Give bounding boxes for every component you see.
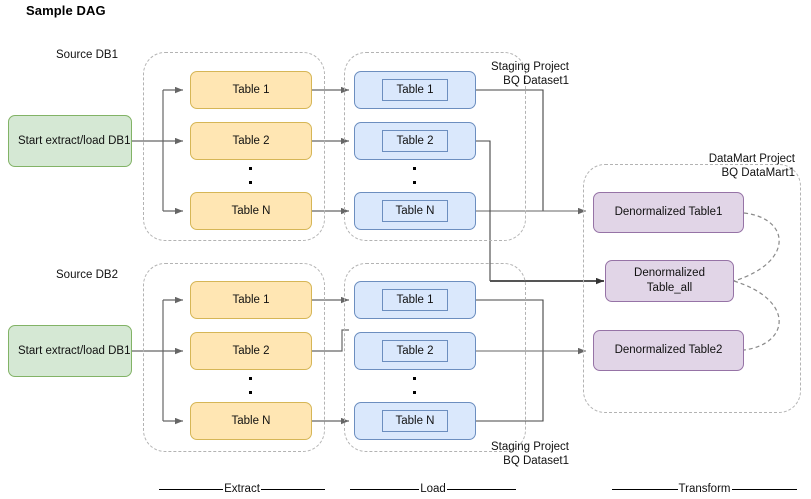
load-group-top [344, 52, 526, 241]
staging-annotation-bottom-line1: Staging Project [491, 441, 569, 453]
staging-annotation-top-line1: Staging Project [491, 61, 569, 73]
transform-node-label-line2: Table_all [646, 282, 693, 294]
transform-node-label: Denormalized Table2 [614, 344, 723, 356]
extract-ellipsis-dot [249, 391, 252, 394]
extract-group-db2 [143, 263, 325, 452]
load-node-bottom-table-1[interactable]: Table 1 [354, 281, 476, 319]
start-node-db2[interactable]: Start extract/load DB1 [8, 325, 132, 377]
extract-node-label: Table N [231, 414, 271, 427]
extract-node-db1-table-2[interactable]: Table 2 [190, 122, 312, 160]
phase-label: Extract [224, 483, 260, 495]
phase-rule-right [731, 488, 798, 490]
load-node-label: Table 2 [396, 134, 434, 147]
transform-node-denormalized-table1[interactable]: Denormalized Table1 [593, 192, 744, 233]
load-node-top-table-n[interactable]: Table N [354, 192, 476, 230]
load-ellipsis-dot [413, 391, 416, 394]
load-node-inner-rect: Table 1 [382, 289, 448, 311]
datamart-annotation-line2: BQ DataMart1 [721, 167, 796, 179]
load-node-inner-rect: Table 2 [382, 340, 448, 362]
extract-node-db2-table-1[interactable]: Table 1 [190, 281, 312, 319]
extract-node-label: Table 1 [232, 293, 270, 306]
edges-load-top-to-transform [476, 89, 586, 280]
load-node-inner-rect: Table 1 [382, 79, 448, 101]
load-node-label: Table N [395, 414, 435, 427]
load-ellipsis-dot [413, 167, 416, 170]
load-node-top-table-2[interactable]: Table 2 [354, 122, 476, 160]
phase-legend-transform: Transform [612, 482, 798, 496]
edges-feedback-dashed [733, 212, 780, 351]
load-ellipsis-dot [413, 181, 416, 184]
load-node-inner-rect: Table N [382, 200, 448, 222]
transform-node-denormalized-table-all[interactable]: Denormalized Table_all [605, 260, 734, 302]
start-node-db2-label: Start extract/load DB1 [18, 344, 131, 357]
extract-node-db1-table-1[interactable]: Table 1 [190, 71, 312, 109]
extract-node-db2-table-2[interactable]: Table 2 [190, 332, 312, 370]
load-node-bottom-table-2[interactable]: Table 2 [354, 332, 476, 370]
extract-ellipsis-dot [249, 181, 252, 184]
edges-extract-top [132, 86, 349, 215]
phase-legend-load: Load [350, 482, 516, 496]
load-ellipsis-dot [413, 377, 416, 380]
phase-label: Load [420, 483, 446, 495]
load-node-inner-rect: Table N [382, 410, 448, 432]
transform-node-label-line1: Denormalized [634, 267, 705, 279]
extract-node-db1-table-n[interactable]: Table N [190, 192, 312, 230]
extract-node-label: Table N [231, 204, 271, 217]
transform-node-denormalized-table2[interactable]: Denormalized Table2 [593, 330, 744, 371]
source-db2-label: Source DB2 [56, 269, 119, 281]
load-node-top-table-1[interactable]: Table 1 [354, 71, 476, 109]
extract-group-db1 [143, 52, 325, 241]
load-node-label: Table 1 [396, 293, 434, 306]
load-node-label: Table N [395, 204, 435, 217]
phase-rule-left [159, 488, 224, 490]
load-group-bottom [344, 263, 526, 452]
load-node-label: Table 2 [396, 344, 434, 357]
extract-node-label: Table 2 [232, 134, 270, 147]
load-node-label: Table 1 [396, 83, 434, 96]
extract-ellipsis-dot [249, 167, 252, 170]
load-node-bottom-table-n[interactable]: Table N [354, 402, 476, 440]
transform-node-label: Denormalized Table1 [614, 206, 723, 218]
extract-ellipsis-dot [249, 377, 252, 380]
staging-annotation-top-line2: BQ Dataset1 [503, 75, 569, 87]
load-node-inner-rect: Table 2 [382, 130, 448, 152]
phase-rule-left [612, 488, 678, 490]
transform-group [583, 164, 801, 413]
phase-rule-right [446, 488, 516, 490]
extract-node-db2-table-n[interactable]: Table N [190, 402, 312, 440]
staging-annotation-bottom-line2: BQ Dataset1 [503, 455, 569, 467]
datamart-annotation-line1: DataMart Project [708, 153, 795, 165]
phase-rule-right [260, 488, 326, 490]
start-node-db1[interactable]: Start extract/load DB1 [8, 115, 132, 167]
edges-extract-bottom [132, 296, 349, 425]
start-node-db1-label: Start extract/load DB1 [18, 134, 131, 147]
extract-node-label: Table 2 [232, 344, 270, 357]
page-title: Sample DAG [26, 3, 106, 18]
extract-node-label: Table 1 [232, 83, 270, 96]
phase-legend-extract: Extract [159, 482, 326, 496]
phase-label: Transform [678, 483, 731, 495]
source-db1-label: Source DB1 [56, 49, 119, 61]
phase-rule-left [350, 488, 420, 490]
